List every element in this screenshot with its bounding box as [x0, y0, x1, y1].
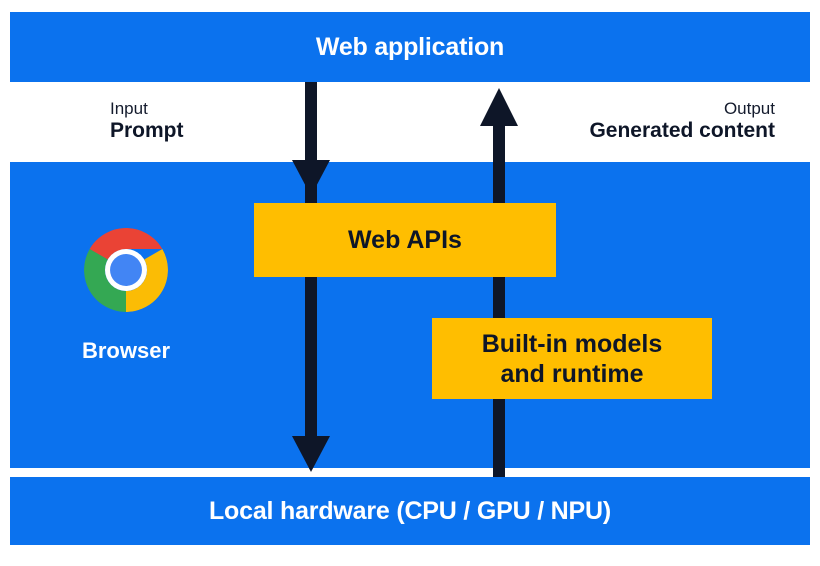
- output-kicker: Output: [723, 99, 775, 118]
- input-flow-label: Input Prompt: [110, 99, 184, 144]
- builtin-models-label: Built-in models and runtime: [482, 329, 663, 389]
- web-apis-label: Web APIs: [348, 226, 462, 254]
- web-application-band: Web application: [10, 12, 810, 82]
- input-value: Prompt: [110, 119, 184, 143]
- web-apis-box[interactable]: Web APIs: [254, 203, 556, 277]
- web-application-title: Web application: [315, 33, 505, 61]
- builtin-models-line-1: Built-in models: [481, 329, 663, 358]
- local-hardware-title: Local hardware (CPU / GPU / NPU): [208, 497, 611, 525]
- input-kicker: Input: [110, 99, 148, 118]
- chrome-logo-icon: [84, 228, 168, 312]
- builtin-models-line-2: and runtime: [500, 359, 644, 388]
- builtin-models-box[interactable]: Built-in models and runtime: [432, 318, 712, 399]
- local-hardware-band: Local hardware (CPU / GPU / NPU): [10, 477, 810, 545]
- browser-label: Browser: [81, 338, 171, 363]
- browser-block: Browser: [46, 228, 206, 362]
- output-value: Generated content: [589, 119, 775, 143]
- output-flow-label: Output Generated content: [589, 99, 775, 144]
